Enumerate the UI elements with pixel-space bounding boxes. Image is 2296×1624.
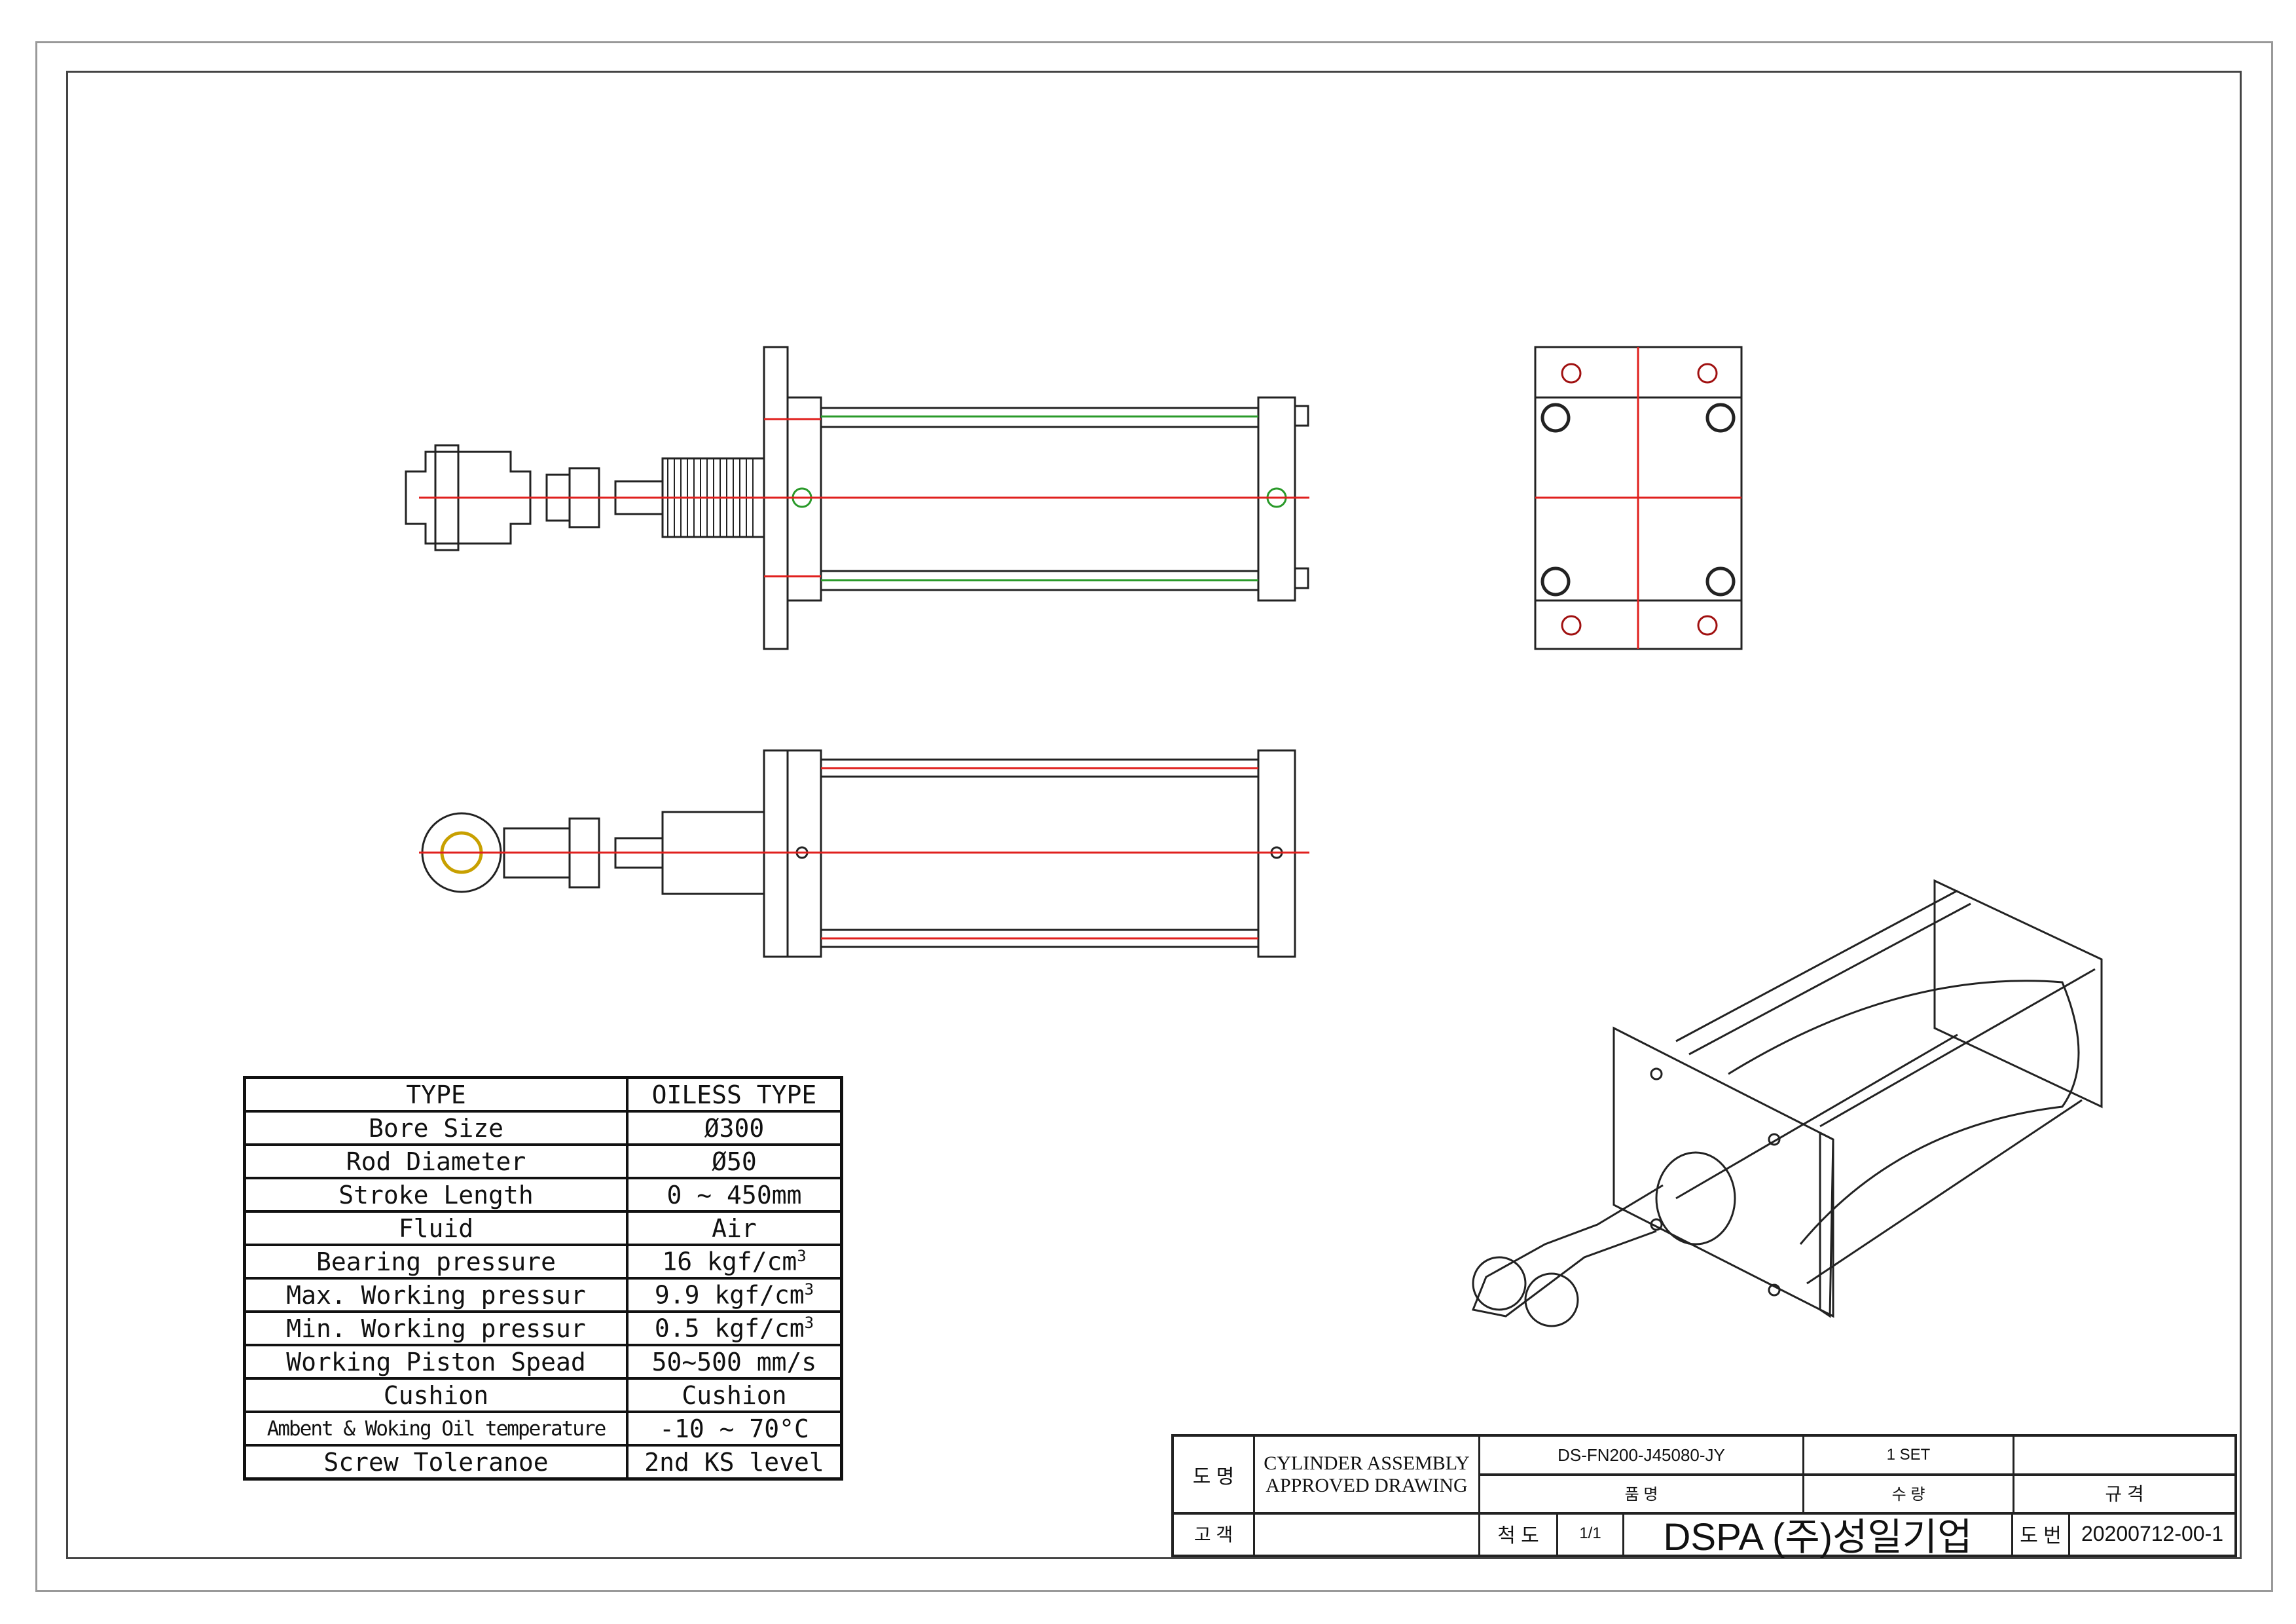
quantity-label: 수 량 [1804,1473,2014,1512]
table-row: Ambent & Woking Oil temperature-10 ~ 70°… [243,1411,843,1447]
outer-border [35,41,2273,1592]
drawing-number: 20200712-00-1 [2081,1521,2224,1545]
company-name: DSPA (주)성일기업 [1624,1512,2013,1559]
drawing-name-line2: APPROVED DRAWING [1266,1474,1468,1496]
spec-label: Rod Diameter [243,1143,629,1179]
spec-label: Working Piston Spead [243,1344,629,1380]
spec-label: Fluid [243,1210,629,1246]
side-view-top [405,346,1309,650]
isometric-view [1471,879,2103,1327]
title-block: 도 명 CYLINDER ASSEMBLY APPROVED DRAWING D… [1171,1434,2237,1559]
spec-value: Air [626,1210,843,1246]
unit-exponent: 3 [804,1314,814,1333]
scale-value: 1/1 [1558,1512,1624,1555]
spec-value: 0.5 kgf/cm3 [626,1310,843,1346]
unit-exponent: 3 [797,1247,807,1266]
customer-label: 고 객 [1174,1512,1255,1555]
unit-exponent: 3 [804,1280,814,1299]
part-name-label: 품 명 [1480,1473,1804,1512]
drawing-border [66,71,2242,1559]
spec-value: -10 ~ 70°C [626,1411,843,1447]
scale-label: 척 도 [1480,1512,1558,1555]
spec-value: 0 ~ 450mm [626,1177,843,1213]
part-number: DS-FN200-J45080-JY [1480,1437,1804,1473]
spec-label: TYPE [243,1076,629,1113]
spec-label: Max. Working pressur [243,1277,629,1313]
spec-value: Ø50 [626,1143,843,1179]
value-text: 16 kgf/cm [662,1247,797,1276]
spec-label: Bore Size [243,1110,629,1146]
spec-value: OILESS TYPE [626,1076,843,1113]
spec-label: Cushion [243,1377,629,1413]
spec-label: Stroke Length [243,1177,629,1213]
side-view-bottom [419,749,1309,958]
spec-label: 규 격 [2105,1483,2144,1504]
quantity: 1 SET [1804,1437,2014,1473]
spec-value: 9.9 kgf/cm3 [626,1277,843,1313]
value-text: 0.5 kgf/cm [654,1314,805,1343]
spec-value: 50~500 mm/s [626,1344,843,1380]
spec-value: 16 kgf/cm3 [626,1244,843,1280]
spec-value: Ø300 [626,1110,843,1146]
drawing-name-label: 도 명 [1174,1437,1255,1512]
spec-value: 2nd KS level [626,1444,843,1481]
drawing-name-line1: CYLINDER ASSEMBLY [1264,1452,1470,1474]
drawing-number-label: 도 번 [2013,1512,2070,1555]
divider [1480,1473,2234,1476]
spec-value [2014,1437,2234,1473]
front-view [1534,346,1743,650]
spec-value: Cushion [626,1377,843,1413]
spec-label: Screw Toleranoe [243,1444,629,1481]
divider [1174,1512,2234,1515]
customer-value [1255,1512,1480,1555]
spec-label: Ambent & Woking Oil temperature [243,1411,629,1447]
spec-label: Min. Working pressur [243,1310,629,1346]
spec-label: Bearing pressure [243,1244,629,1280]
value-text: 9.9 kgf/cm [654,1280,805,1310]
drawing-name: CYLINDER ASSEMBLY APPROVED DRAWING [1255,1437,1480,1512]
